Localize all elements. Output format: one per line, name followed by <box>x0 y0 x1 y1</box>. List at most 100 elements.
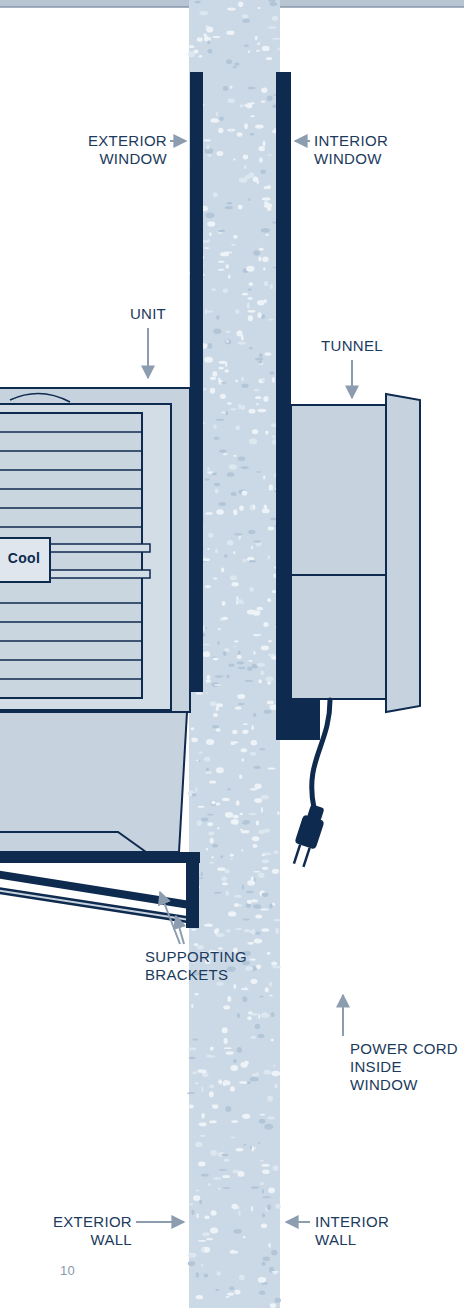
wall-speck <box>247 900 252 904</box>
wall-speck <box>242 884 244 889</box>
wall-speck <box>245 680 253 682</box>
wall-speck <box>246 266 254 272</box>
wall-speck <box>247 1016 251 1020</box>
wall-speck <box>196 1295 203 1299</box>
wall-speck <box>216 315 219 320</box>
wall-speck <box>261 1013 270 1017</box>
wall-speck <box>234 646 236 648</box>
wall-speck <box>249 409 256 414</box>
wall-speck <box>248 289 252 291</box>
wall-speck <box>214 684 221 686</box>
wall-speck <box>238 1171 245 1177</box>
wall-speck <box>215 548 218 553</box>
wall-label: EXTERIOR WALL <box>40 1213 132 1249</box>
wall-speck <box>198 1162 205 1167</box>
wall-speck <box>202 240 210 243</box>
wall-speck <box>250 959 256 961</box>
wall-speck <box>208 533 213 538</box>
wall-speck <box>235 1148 243 1151</box>
wall-speck <box>262 197 271 200</box>
wall-speck <box>230 130 232 132</box>
wall-speck <box>207 221 215 226</box>
wall-speck <box>272 435 275 439</box>
wall-speck <box>249 587 254 592</box>
wall-speck <box>255 36 258 40</box>
wall-speck <box>238 667 246 669</box>
wall-speck <box>204 247 210 249</box>
wall-speck <box>235 928 242 930</box>
wall-speck <box>189 1203 193 1206</box>
wall-speck <box>213 192 218 197</box>
wall-speck <box>246 891 254 894</box>
wall-speck <box>254 1147 256 1150</box>
wall-speck <box>261 378 264 382</box>
leader-arrow <box>136 1221 184 1223</box>
wall-speck <box>233 158 235 160</box>
wall-speck <box>256 403 259 405</box>
wall-speck <box>208 1183 211 1186</box>
wall-speck <box>250 752 257 755</box>
wall-speck <box>226 1296 230 1298</box>
wall-speck <box>196 1272 199 1277</box>
wall-speck <box>201 1087 203 1093</box>
wall-speck <box>258 679 262 683</box>
wall-speck <box>188 45 194 48</box>
wall-speck <box>254 798 262 803</box>
wall-speck <box>241 849 244 852</box>
wall-speck <box>227 966 236 972</box>
unit-handle <box>10 393 70 402</box>
wall-speck <box>248 660 252 662</box>
wall-speck <box>253 904 261 909</box>
wall-speck <box>269 995 273 997</box>
wall-speck <box>206 848 208 851</box>
wall-speck <box>215 802 220 805</box>
wall-speck <box>213 713 218 717</box>
wall-speck <box>199 752 203 754</box>
wall-speck <box>210 838 214 844</box>
wall-speck <box>211 856 214 858</box>
wall-speck <box>218 261 224 263</box>
wall-speck <box>268 1243 270 1248</box>
wall-speck <box>241 988 249 990</box>
wall-speck <box>235 379 238 382</box>
wall-speck <box>255 1024 260 1029</box>
wall-speck <box>225 331 230 334</box>
wall-speck <box>197 760 201 762</box>
wall-speck <box>260 1114 266 1116</box>
wall-speck <box>195 787 197 792</box>
wall-speck <box>222 882 228 885</box>
wall-speck <box>242 559 246 563</box>
wall-speck <box>219 116 224 120</box>
wall-speck <box>260 170 265 174</box>
wall-speck <box>213 578 217 580</box>
wall-speck <box>243 1236 246 1238</box>
wall-speck <box>233 1059 237 1063</box>
wall-speck <box>250 1013 258 1016</box>
wall-speck <box>204 924 213 927</box>
wall-speck <box>212 725 219 728</box>
wall-speck <box>253 651 255 655</box>
wall-speck <box>234 1229 242 1234</box>
louver <box>0 602 142 604</box>
wall-speck <box>242 491 248 496</box>
unit-grille <box>0 413 142 698</box>
wall-speck <box>258 1013 260 1019</box>
wall-speck <box>221 568 224 573</box>
wall-speck <box>275 1298 281 1303</box>
wall-speck <box>210 1228 218 1234</box>
wall-speck <box>203 651 210 657</box>
wall-speck <box>238 342 246 345</box>
exterior-window <box>190 72 203 692</box>
wall-speck <box>258 360 262 364</box>
louver <box>0 469 142 471</box>
wall-speck <box>199 11 208 15</box>
wall-speck <box>263 622 268 627</box>
wall-speck <box>269 2 277 6</box>
wall-speck <box>262 1189 264 1194</box>
wall-speck <box>201 818 208 822</box>
wall-speck <box>267 767 275 769</box>
wall-speck <box>221 876 227 881</box>
window-sill <box>276 698 320 740</box>
wall-speck <box>259 829 265 834</box>
wall-speck <box>255 397 262 400</box>
